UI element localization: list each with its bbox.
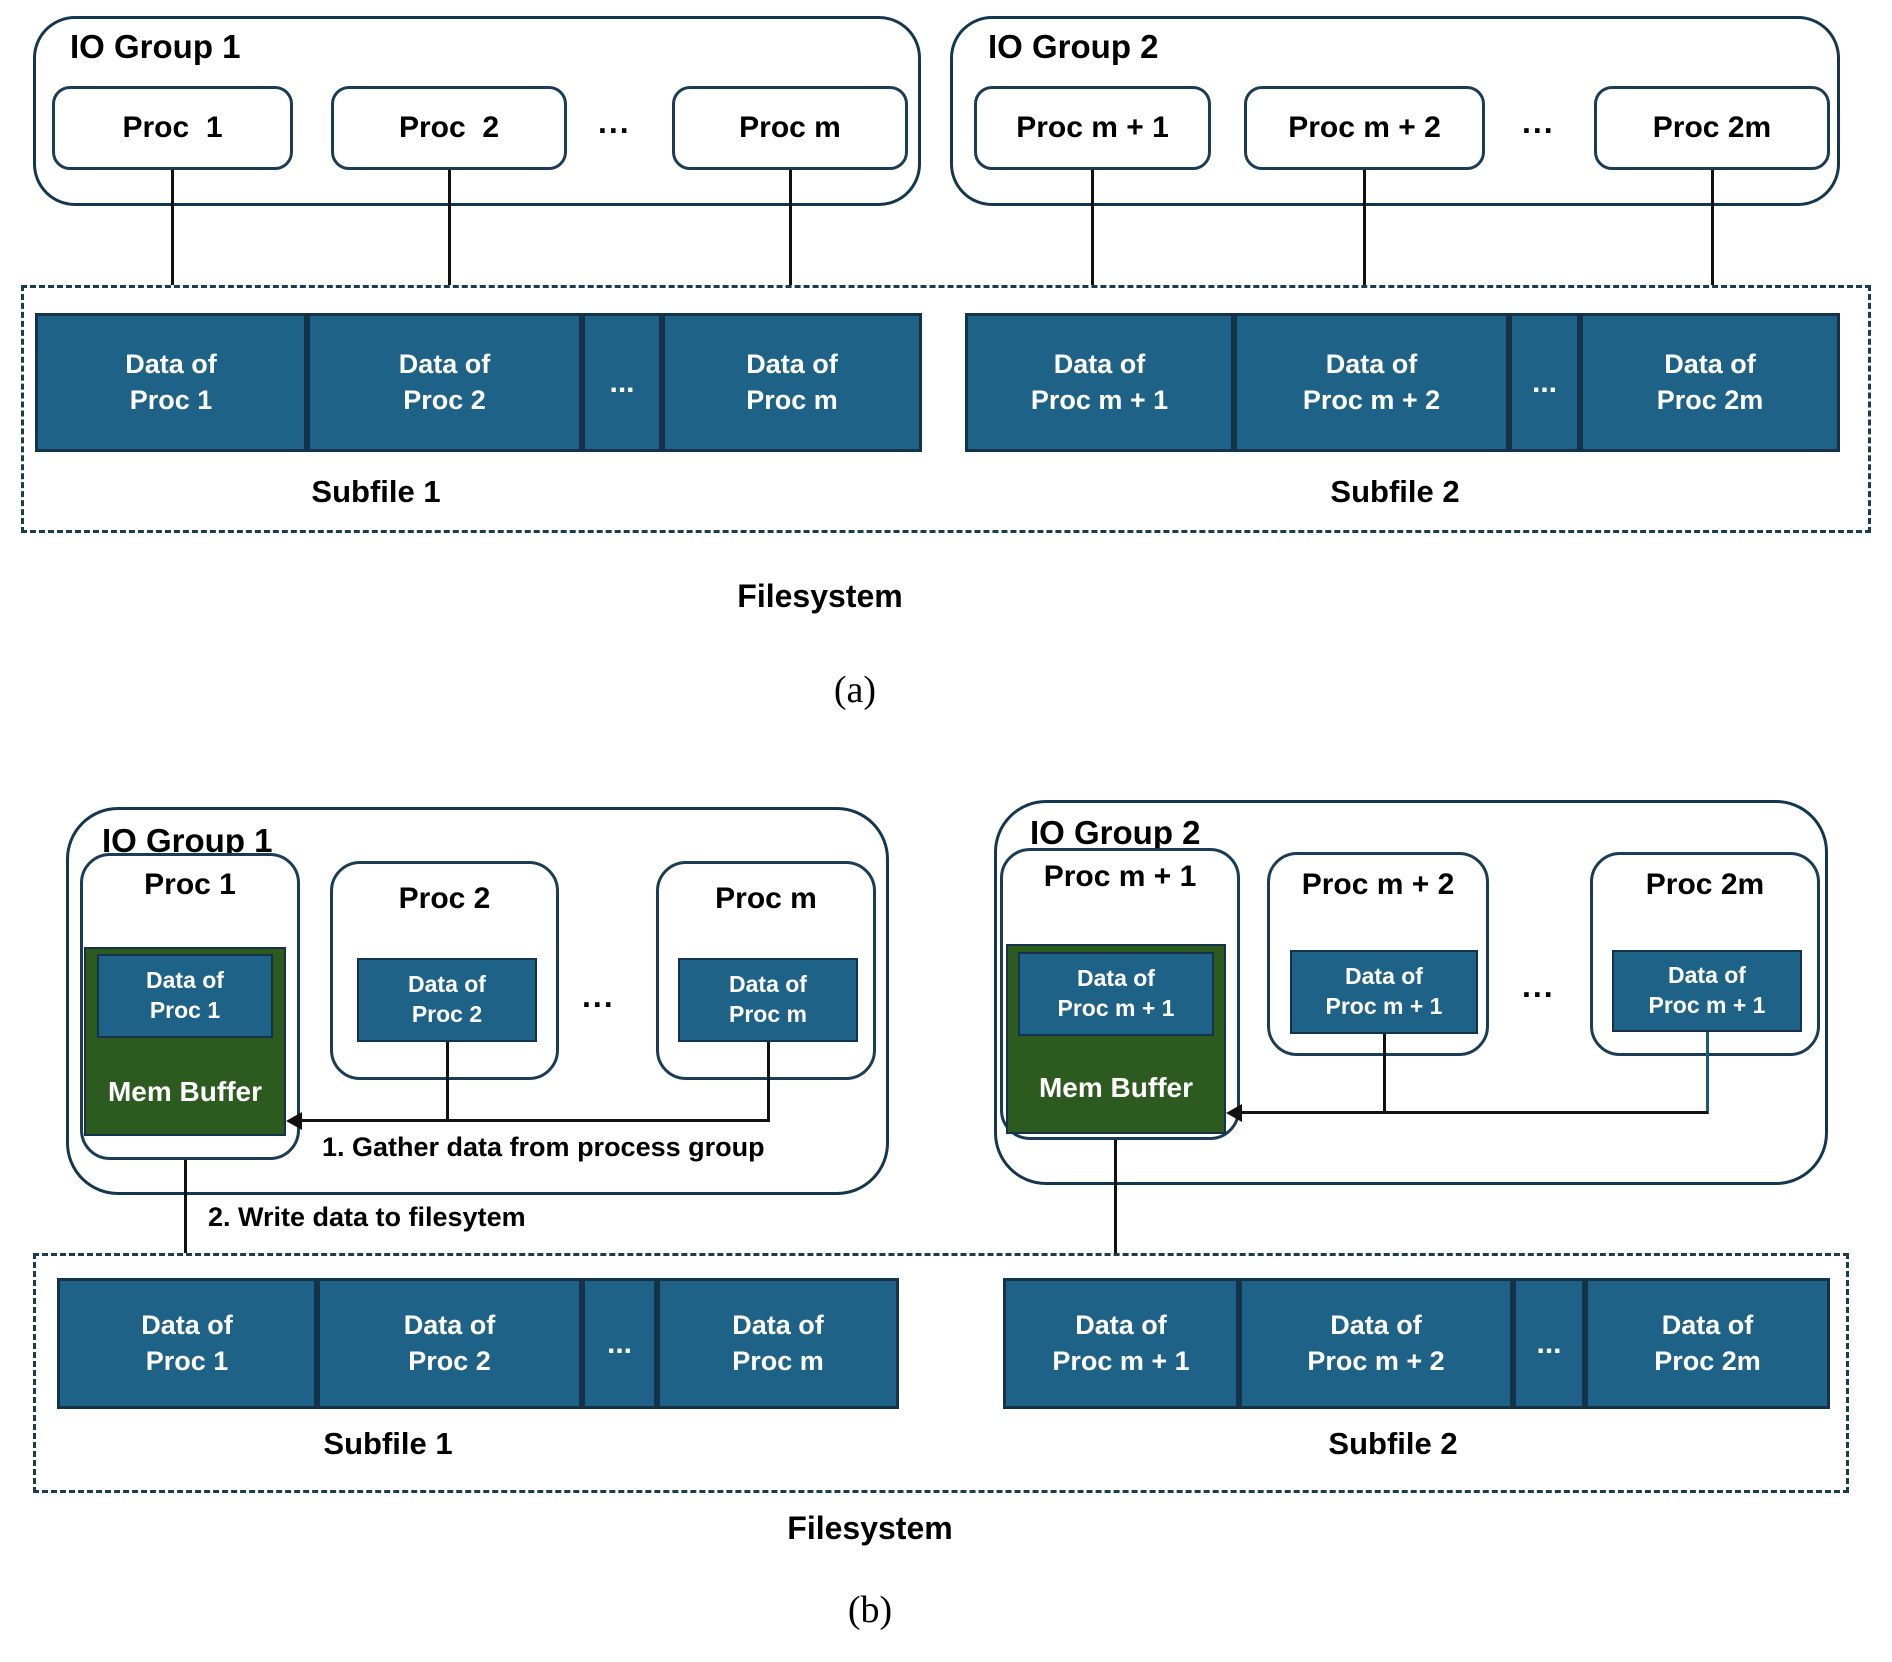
panel-b-subfile1-block-2: Data of Proc 2 [317,1278,582,1409]
arrow-line-a1 [171,170,174,300]
panel-b-subfile-1-label: Subfile 1 [323,1426,453,1461]
panel-b-proc-2-data: Data of Proc 2 [357,958,537,1042]
arrow-line-a2 [448,170,451,300]
gather-line-b2-procm2 [1383,1034,1386,1114]
panel-a-subfile2-block-3: Data of Proc 2m [1580,313,1840,452]
panel-b-proc-2m-title: Proc 2m [1645,868,1765,901]
panel-b-subfile2-block-2: Data of Proc m + 2 [1239,1278,1513,1409]
panel-b-mem-buffer-2-label: Mem Buffer [1038,1072,1193,1103]
arrow-line-a5 [1363,170,1366,300]
panel-b-step-2-label: 2. Write data to filesytem [208,1202,526,1232]
panel-b-proc-m2-title: Proc m + 2 [1301,868,1455,901]
panel-a-proc-2: Proc 2 [331,86,567,170]
panel-b-mem-buffer-1-label: Mem Buffer [107,1076,262,1107]
panel-a-proc-m1: Proc m + 1 [974,86,1211,170]
panel-b-proc-m2-data: Data of Proc m + 1 [1290,950,1478,1034]
panel-b-aggregator-2-data: Data of Proc m + 1 [1018,952,1214,1036]
panel-a-subfile1-block-2: Data of Proc 2 [307,313,582,452]
gather-line-b1-horizontal [298,1119,770,1122]
panel-b-caption: (b) [847,1589,893,1631]
panel-b-subfile1-block-1: Data of Proc 1 [57,1278,317,1409]
panel-b-filesystem-label: Filesystem [787,1510,953,1546]
panel-b-aggregator-proc-m1-title: Proc m + 1 [1043,860,1197,893]
panel-b-proc-2m-data: Data of Proc m + 1 [1612,950,1802,1032]
panel-a-subfile1-ellipsis: ... [582,313,662,452]
panel-b-proc-m-title: Proc m [715,882,817,915]
panel-a-subfile-1-label: Subfile 1 [311,474,441,509]
panel-b-subfile2-block-1: Data of Proc m + 1 [1003,1278,1239,1409]
panel-b-group-1-ellipsis: ... [582,978,615,1014]
panel-a-filesystem-label: Filesystem [737,578,903,614]
gather-line-b1-procm [767,1042,770,1122]
panel-b-aggregator-proc-1-title: Proc 1 [144,868,236,901]
panel-a-subfile1-block-1: Data of Proc 1 [35,313,307,452]
panel-a-subfile-2-label: Subfile 2 [1330,474,1460,509]
panel-a-subfile2-block-2: Data of Proc m + 2 [1234,313,1509,452]
panel-b-io-group-2-title: IO Group 2 [1030,814,1201,851]
panel-b-subfile-2-label: Subfile 2 [1328,1426,1458,1461]
panel-a-proc-2m-label: Proc 2m [1652,111,1772,144]
panel-a-proc-2-label: Proc 2 [398,111,500,144]
panel-a-subfile1-block-3: Data of Proc m [662,313,922,452]
write-line-b2 [1114,1140,1117,1262]
arrow-line-a6 [1711,170,1714,300]
panel-a-proc-1: Proc 1 [52,86,293,170]
arrow-line-a4 [1091,170,1094,300]
panel-a-proc-m: Proc m [672,86,908,170]
panel-a-caption: (a) [833,669,877,711]
gather-arrow-head-b1 [286,1112,302,1130]
gather-line-b2-proc2m [1706,1032,1709,1114]
panel-b-aggregator-1-data: Data of Proc 1 [97,954,273,1038]
panel-a-proc-2m: Proc 2m [1594,86,1830,170]
panel-b-group-2-ellipsis: ... [1522,968,1555,1004]
panel-b-subfile2-ellipsis: ... [1513,1278,1585,1409]
panel-a-proc-m2: Proc m + 2 [1244,86,1485,170]
panel-a-proc-1-label: Proc 1 [122,111,223,144]
panel-b-proc-2-title: Proc 2 [398,882,491,915]
panel-b-proc-m-data: Data of Proc m [678,958,858,1042]
panel-b-subfile1-block-3: Data of Proc m [657,1278,899,1409]
write-line-b1 [184,1160,187,1262]
panel-a-subfile2-block-1: Data of Proc m + 1 [965,313,1234,452]
panel-b-io-group-1-title: IO Group 1 [102,822,273,859]
gather-line-b1-proc2 [446,1042,449,1122]
panel-a-io-group-2-title: IO Group 2 [988,28,1159,65]
panel-b-step-1-label: 1. Gather data from process group [322,1132,765,1162]
arrow-line-a3 [789,170,792,300]
panel-a-group-1-ellipsis: ... [598,104,631,140]
panel-a-subfile2-ellipsis: ... [1509,313,1580,452]
gather-arrow-head-b2 [1226,1104,1242,1122]
panel-b-subfile2-block-3: Data of Proc 2m [1585,1278,1830,1409]
panel-a-io-group-1-title: IO Group 1 [70,28,241,65]
panel-a-proc-m1-label: Proc m + 1 [1016,111,1169,144]
panel-a-proc-m-label: Proc m [739,111,841,144]
panel-a-group-2-ellipsis: ... [1522,104,1555,140]
panel-a-proc-m2-label: Proc m + 2 [1288,111,1441,144]
panel-b-subfile1-ellipsis: ... [582,1278,657,1409]
gather-line-b2-horizontal [1238,1111,1708,1114]
